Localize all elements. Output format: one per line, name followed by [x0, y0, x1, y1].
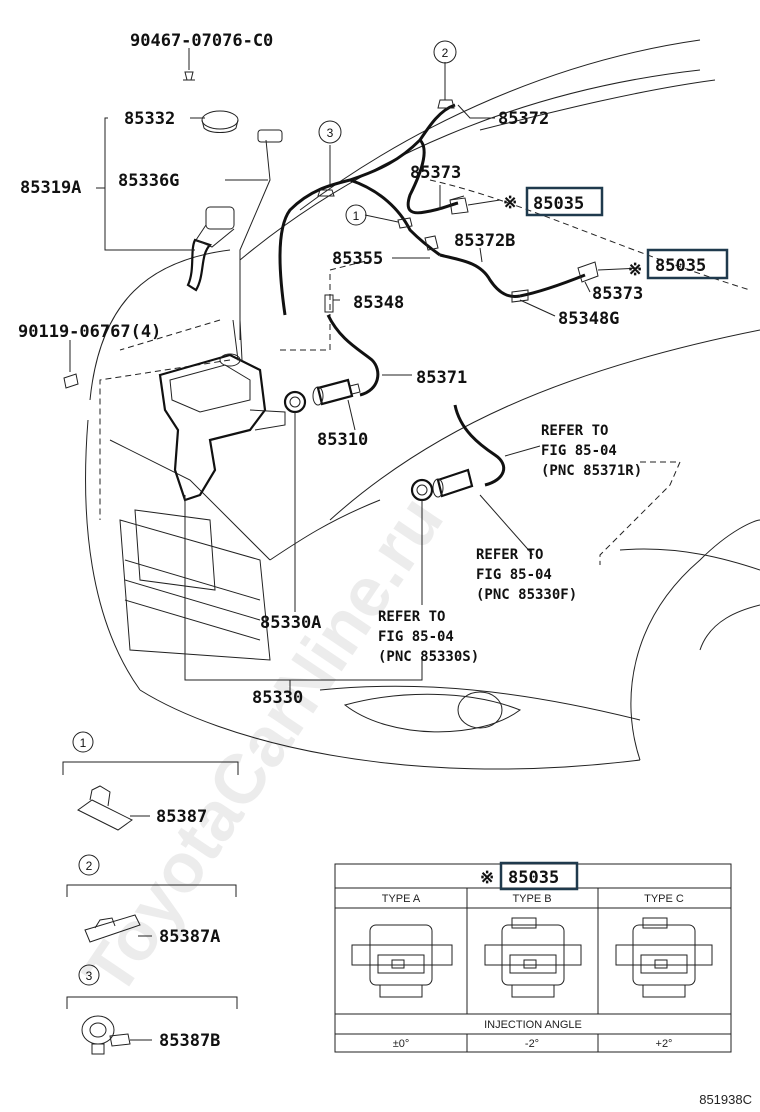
svg-text:(PNC 85330S): (PNC 85330S): [378, 649, 479, 665]
table-mark: ※: [480, 868, 494, 888]
part-label-85035-b: 85035: [655, 256, 706, 276]
svg-text:2: 2: [442, 46, 449, 60]
svg-text:REFER TO: REFER TO: [378, 609, 445, 625]
svg-text:2: 2: [86, 859, 93, 873]
svg-text:3: 3: [327, 126, 334, 140]
callout-2: 2: [433, 40, 457, 64]
part-label-85330A: 85330A: [260, 613, 321, 633]
angle-type-a: ±0°: [393, 1038, 410, 1050]
part-label-85319A: 85319A: [20, 178, 81, 198]
nozzle-type-c: [615, 917, 713, 998]
svg-text:FIG 85-04: FIG 85-04: [541, 443, 617, 459]
bolt-90467: [183, 58, 195, 81]
grommet-85330: [410, 478, 434, 502]
reservoir-cap: [201, 110, 239, 133]
washer-pump-85310: [312, 378, 361, 406]
clip-detail-3: 3 85387B: [66, 964, 238, 1055]
part-label-85355: 85355: [332, 249, 383, 269]
part-label-90119: 90119-06767(4): [18, 322, 161, 342]
clip-detail-2: 2 85387A: [66, 854, 237, 947]
part-label-85372: 85372: [498, 109, 549, 129]
table-type-a: TYPE A: [382, 893, 421, 905]
part-label-85332: 85332: [124, 109, 175, 129]
diagram-code: 851938C: [699, 1092, 752, 1107]
grommet-85330A: [283, 390, 307, 414]
nozzle-type-b: [484, 917, 582, 998]
nozzle-type-a: [351, 924, 453, 998]
part-label-90467: 90467-07076-C0: [130, 31, 273, 51]
part-label-85372B: 85372B: [454, 231, 515, 251]
table-row-label: INJECTION ANGLE: [484, 1019, 582, 1031]
svg-text:FIG 85-04: FIG 85-04: [378, 629, 454, 645]
part-label-85330: 85330: [252, 688, 303, 708]
svg-text:1: 1: [353, 209, 360, 223]
clip-detail-1: 1 85387: [62, 731, 239, 831]
nozzle-a: [449, 195, 465, 201]
note-mark-a: ※: [503, 193, 517, 213]
note-mark-b: ※: [628, 260, 642, 280]
injection-angle-table: ※ 85035 TYPE A TYPE B TYPE C: [334, 861, 732, 1053]
table-type-c: TYPE C: [644, 893, 684, 905]
part-label-85373-a: 85373: [410, 163, 461, 183]
part-label-85348: 85348: [353, 293, 404, 313]
part-label-85387A: 85387A: [159, 927, 220, 947]
refer-note-85371R: REFER TO FIG 85-04 (PNC 85371R): [541, 423, 642, 479]
leader-lines: [69, 48, 681, 692]
callout-3: 3: [318, 120, 342, 144]
angle-type-b: -2°: [525, 1038, 539, 1050]
part-label-85348G: 85348G: [558, 309, 619, 329]
callout-1: 1: [345, 204, 367, 226]
part-label-85310: 85310: [317, 430, 368, 450]
table-type-b: TYPE B: [512, 893, 551, 905]
part-label-85035-a: 85035: [533, 194, 584, 214]
svg-text:REFER TO: REFER TO: [541, 423, 608, 439]
washer-reservoir: [158, 129, 286, 502]
svg-text:(PNC 85330F): (PNC 85330F): [476, 587, 577, 603]
car-body-outline: [85, 39, 760, 770]
part-label-85336G: 85336G: [118, 171, 179, 191]
table-title: 85035: [508, 868, 559, 888]
refer-note-85330F: REFER TO FIG 85-04 (PNC 85330F): [476, 547, 577, 603]
part-label-85387B: 85387B: [159, 1031, 220, 1051]
part-label-85387: 85387: [156, 807, 207, 827]
washer-hoses: [278, 99, 599, 487]
svg-text:FIG 85-04: FIG 85-04: [476, 567, 552, 583]
svg-text:1: 1: [80, 736, 87, 750]
refer-note-85330S: REFER TO FIG 85-04 (PNC 85330S): [378, 609, 479, 665]
washer-pump-front: [432, 468, 474, 498]
part-label-85373-b: 85373: [592, 284, 643, 304]
svg-text:3: 3: [86, 969, 93, 983]
svg-text:REFER TO: REFER TO: [476, 547, 543, 563]
svg-text:(PNC 85371R): (PNC 85371R): [541, 463, 642, 479]
part-label-85371: 85371: [416, 368, 467, 388]
bolt-90119: [63, 352, 79, 389]
angle-type-c: +2°: [656, 1038, 673, 1050]
